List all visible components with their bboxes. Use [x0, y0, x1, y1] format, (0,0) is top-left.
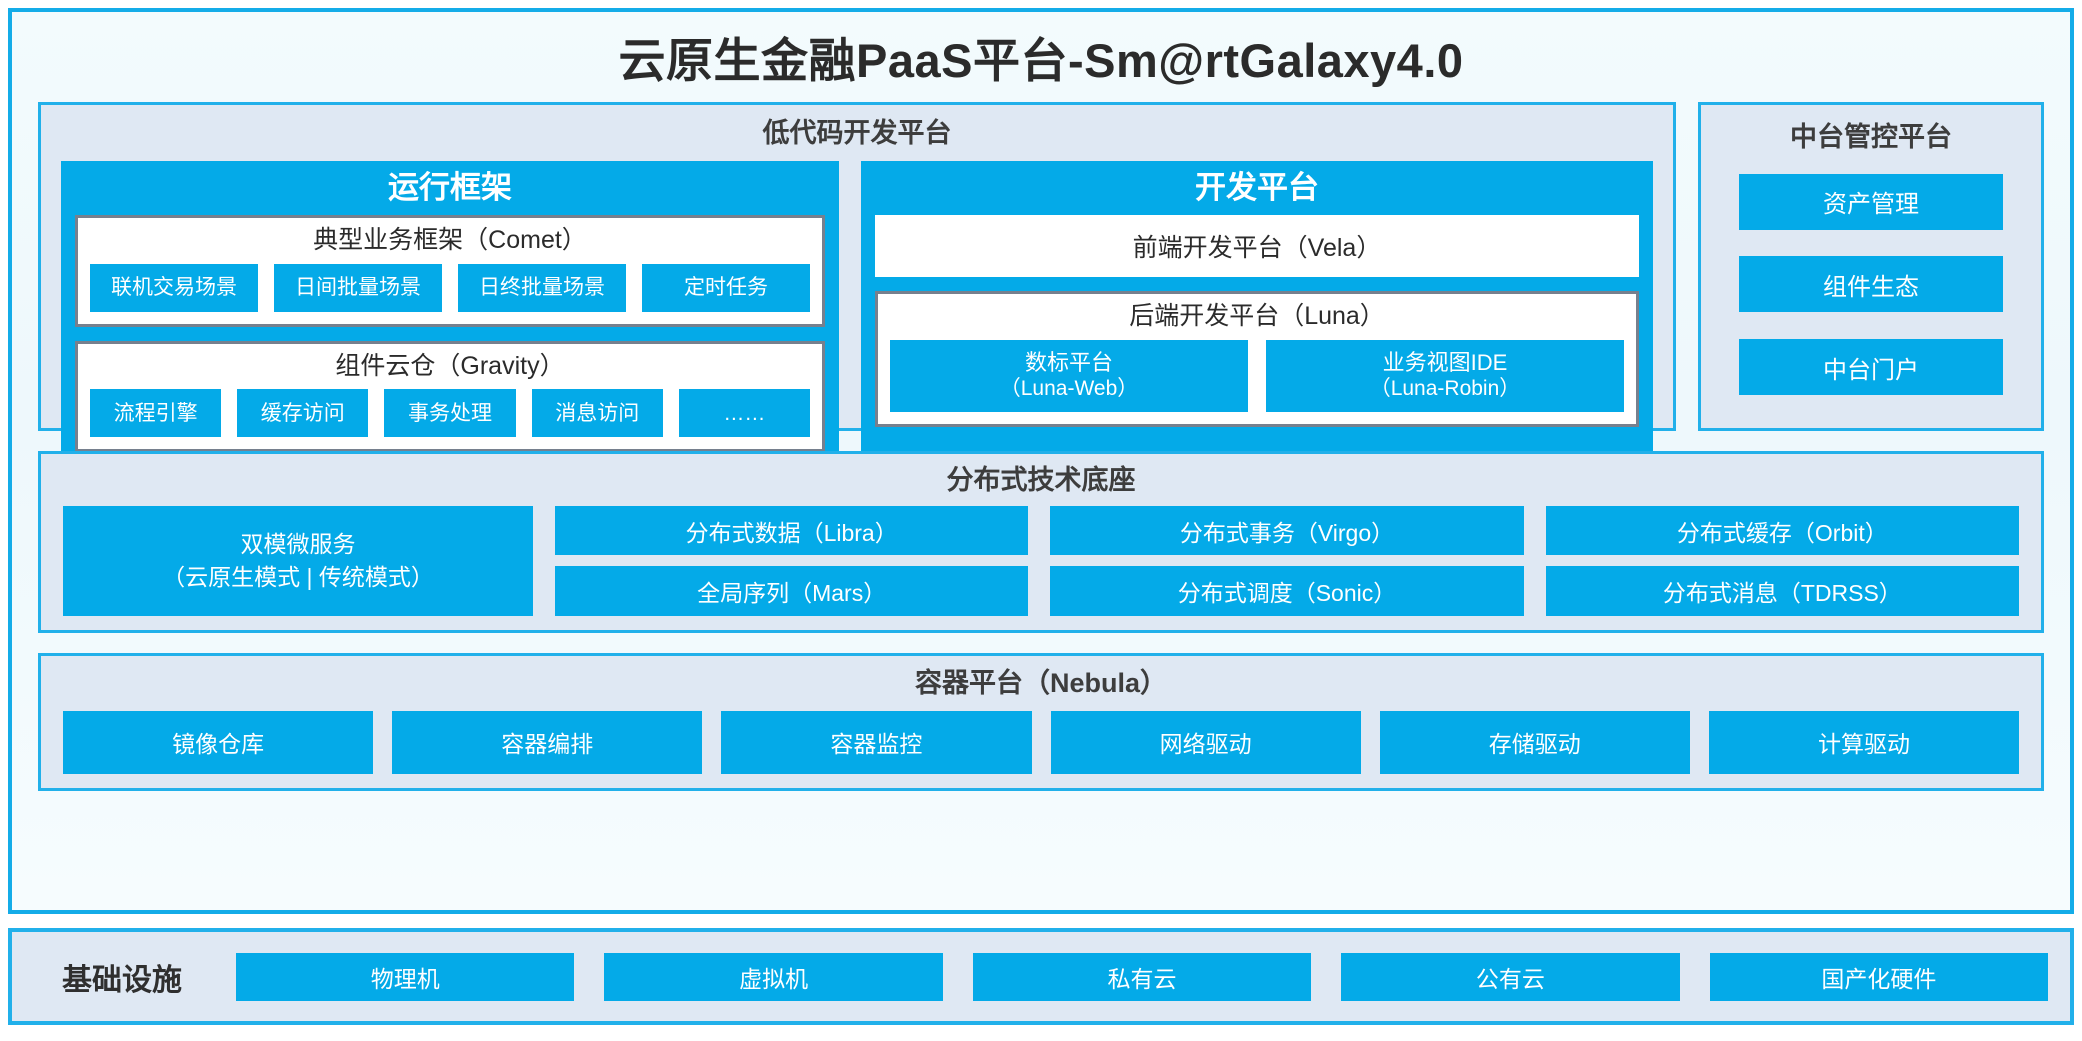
distributed-column-3: 分布式缓存（Orbit） 分布式消息（TDRSS） [1545, 505, 2019, 617]
lowcode-platform-section: 低代码开发平台 运行框架 典型业务框架（Comet） 联机交易场景 日间批量场景… [38, 102, 1676, 467]
comet-item[interactable]: 定时任务 [642, 263, 810, 312]
page-title: 云原生金融PaaS平台-Sm@rtGalaxy4.0 [618, 34, 1464, 87]
runtime-framework-title: 运行框架 [388, 169, 512, 205]
gravity-item[interactable]: 流程引擎 [90, 389, 222, 438]
infrastructure-item-private-cloud[interactable]: 私有云 [972, 952, 1312, 1001]
distributed-cell-sonic[interactable]: 分布式调度（Sonic） [1050, 566, 1524, 617]
distributed-cell-virgo[interactable]: 分布式事务（Virgo） [1050, 505, 1524, 556]
luna-web-code: （Luna-Web） [999, 377, 1139, 401]
luna-title: 后端开发平台（Luna） [1129, 301, 1385, 330]
distributed-cell-orbit[interactable]: 分布式缓存（Orbit） [1545, 505, 2019, 556]
dual-mode-line2: （云原生模式 | 传统模式） [162, 563, 434, 590]
distributed-cell-mars[interactable]: 全局序列（Mars） [555, 566, 1029, 617]
gravity-title: 组件云仓（Gravity） [335, 351, 565, 380]
infrastructure-items: 物理机 虚拟机 私有云 公有云 国产化硬件 [236, 952, 2049, 1001]
gravity-item[interactable]: 消息访问 [531, 389, 663, 438]
control-platform-item-component[interactable]: 组件生态 [1739, 256, 2003, 313]
luna-robin-item[interactable]: 业务视图IDE （Luna-Robin） [1266, 339, 1624, 412]
upper-row: 低代码开发平台 运行框架 典型业务框架（Comet） 联机交易场景 日间批量场景… [12, 102, 2070, 467]
infrastructure-label: 基础设施 [62, 963, 182, 997]
comet-item[interactable]: 日终批量场景 [458, 263, 626, 312]
distributed-foundation-body: 双模微服务 （云原生模式 | 传统模式） 分布式数据（Libra） 全局序列（M… [41, 496, 2041, 630]
comet-title: 典型业务框架（Comet） [313, 225, 587, 254]
infrastructure-item-virtual[interactable]: 虚拟机 [604, 952, 943, 1001]
lowcode-platform-body: 运行框架 典型业务框架（Comet） 联机交易场景 日间批量场景 日终批量场景 … [41, 149, 1673, 485]
luna-web-item[interactable]: 数标平台 （Luna-Web） [890, 339, 1248, 412]
gravity-item[interactable]: 事务处理 [384, 389, 516, 438]
gravity-box: 组件云仓（Gravity） 流程引擎 缓存访问 事务处理 消息访问 …… [75, 340, 825, 453]
gravity-item-more[interactable]: …… [678, 389, 811, 438]
gravity-chip-row: 流程引擎 缓存访问 事务处理 消息访问 …… [90, 389, 811, 438]
container-cell-image-repo[interactable]: 镜像仓库 [63, 710, 374, 775]
container-cell-compute-driver[interactable]: 计算驱动 [1708, 710, 2020, 775]
container-cell-orchestration[interactable]: 容器编排 [392, 710, 703, 775]
container-cell-network-driver[interactable]: 网络驱动 [1050, 710, 1361, 775]
comet-chip-row: 联机交易场景 日间批量场景 日终批量场景 定时任务 [90, 263, 810, 312]
comet-box: 典型业务框架（Comet） 联机交易场景 日间批量场景 日终批量场景 定时任务 [75, 214, 825, 327]
distributed-foundation-section: 分布式技术底座 双模微服务 （云原生模式 | 传统模式） 分布式数据（Libra… [38, 451, 2044, 634]
luna-web-name: 数标平台 [1024, 349, 1113, 375]
luna-robin-name: 业务视图IDE [1382, 349, 1508, 375]
gravity-item[interactable]: 缓存访问 [237, 389, 369, 438]
distributed-cell-tdrss[interactable]: 分布式消息（TDRSS） [1545, 566, 2019, 617]
infrastructure-item-public-cloud[interactable]: 公有云 [1341, 952, 1680, 1001]
luna-box: 后端开发平台（Luna） 数标平台 （Luna-Web） 业务视图IDE （Lu… [875, 290, 1639, 427]
infrastructure-item-physical[interactable]: 物理机 [236, 952, 575, 1001]
container-platform-title: 容器平台（Nebula） [914, 668, 1168, 699]
infrastructure-section: 基础设施 物理机 虚拟机 私有云 公有云 国产化硬件 [8, 928, 2074, 1025]
distributed-column-1: 分布式数据（Libra） 全局序列（Mars） [555, 505, 1029, 617]
control-platform-title: 中台管控平台 [1790, 122, 1952, 153]
infrastructure-item-domestic-hardware[interactable]: 国产化硬件 [1709, 952, 2049, 1001]
control-platform-item-portal[interactable]: 中台门户 [1739, 339, 2003, 396]
runtime-framework-card: 运行框架 典型业务框架（Comet） 联机交易场景 日间批量场景 日终批量场景 … [61, 160, 839, 467]
development-platform-title: 开发平台 [1195, 169, 1319, 205]
container-platform-row: 镜像仓库 容器编排 容器监控 网络驱动 存储驱动 计算驱动 [41, 699, 2041, 788]
development-platform-card: 开发平台 前端开发平台（Vela） 后端开发平台（Luna） 数标平台 （Lun… [861, 160, 1653, 467]
dual-mode-line1: 双模微服务 [240, 530, 356, 557]
container-cell-monitoring[interactable]: 容器监控 [721, 710, 1032, 775]
luna-chip-row: 数标平台 （Luna-Web） 业务视图IDE （Luna-Robin） [890, 339, 1624, 412]
vela-box[interactable]: 前端开发平台（Vela） [875, 214, 1639, 277]
main-platform-panel: 云原生金融PaaS平台-Sm@rtGalaxy4.0 低代码开发平台 运行框架 … [8, 8, 2074, 914]
distributed-cell-libra[interactable]: 分布式数据（Libra） [555, 505, 1029, 556]
distributed-column-2: 分布式事务（Virgo） 分布式调度（Sonic） [1050, 505, 1524, 617]
container-platform-section: 容器平台（Nebula） 镜像仓库 容器编排 容器监控 网络驱动 存储驱动 计算… [38, 653, 2044, 792]
comet-item[interactable]: 联机交易场景 [90, 263, 258, 312]
control-platform-item-asset[interactable]: 资产管理 [1739, 173, 2003, 230]
luna-robin-code: （Luna-Robin） [1369, 377, 1521, 401]
dual-mode-microservice-cell[interactable]: 双模微服务 （云原生模式 | 传统模式） [63, 505, 533, 617]
lowcode-platform-title: 低代码开发平台 [762, 118, 952, 149]
comet-item[interactable]: 日间批量场景 [274, 263, 442, 312]
control-platform-section: 中台管控平台 资产管理 组件生态 中台门户 [1698, 102, 2044, 432]
control-platform-list: 资产管理 组件生态 中台门户 [1739, 161, 2003, 408]
container-cell-storage-driver[interactable]: 存储驱动 [1379, 710, 1690, 775]
distributed-foundation-title: 分布式技术底座 [946, 465, 1136, 496]
